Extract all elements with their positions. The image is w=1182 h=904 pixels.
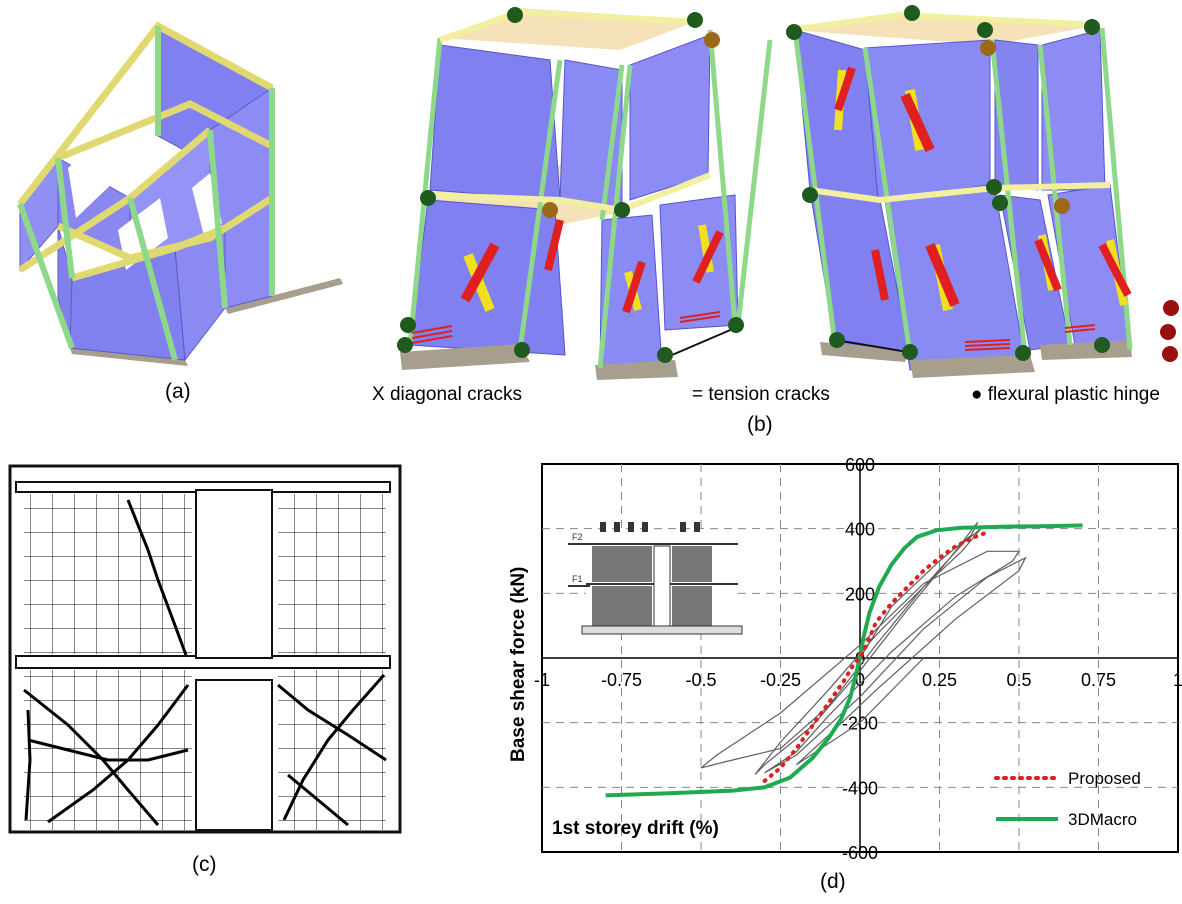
deformed-model-left (397, 7, 773, 380)
wall-grid (278, 670, 386, 830)
x-tick-label: 0.25 (922, 670, 957, 690)
legend-tension-cracks: = tension cracks (692, 384, 830, 405)
diagonal-crack (925, 243, 960, 311)
diagonal-crack (460, 242, 500, 312)
base-slab (400, 344, 530, 370)
chart-series (605, 521, 1083, 798)
diagonal-crack (622, 260, 646, 314)
window-opening (68, 128, 118, 218)
tension-crack (964, 324, 1096, 351)
base-slab (225, 278, 343, 314)
series-line-3dmacro (605, 523, 1083, 798)
x-tick-label: 0 (855, 670, 865, 690)
diagonal-crack (1098, 239, 1132, 306)
columns (407, 29, 773, 369)
plastic-hinge (786, 5, 1179, 362)
y-tick-label: -400 (842, 778, 878, 798)
tension-crack (411, 311, 721, 344)
door-opening (195, 679, 273, 831)
legend-label-proposed: Proposed (1068, 769, 1141, 788)
x-tick-label: 1 (1173, 670, 1182, 690)
y-tick-label: 200 (845, 584, 875, 604)
observed-cracks (23, 499, 387, 827)
legend-label-3dmacro: 3DMacro (1068, 810, 1137, 829)
wall-grid (24, 670, 192, 830)
y-tick-label: -600 (842, 843, 878, 863)
panel-c-crack-pattern (8, 464, 402, 834)
panel-a-frame-model (17, 21, 343, 366)
base-slab (70, 348, 188, 366)
series-line-proposed (762, 531, 986, 783)
x-tick-label: 0.75 (1081, 670, 1116, 690)
wall-grid (278, 494, 386, 654)
diagonal-crack (871, 249, 889, 301)
caption-c: (c) (192, 853, 217, 876)
x-tick-label: -1 (534, 670, 550, 690)
wall-upper (629, 34, 711, 201)
wall-grid (24, 494, 192, 654)
caption-b: (b) (747, 413, 773, 436)
chart-xlabel: 1st storey drift (%) (552, 818, 719, 839)
diagonal-crack (692, 224, 724, 284)
caption-d: (d) (820, 870, 846, 893)
x-tick-label: -0.75 (601, 670, 642, 690)
series-line-experimental (700, 521, 1027, 775)
panel-b-deformed-models (397, 5, 1179, 380)
base-slab (910, 355, 1035, 378)
y-tick-label: 600 (845, 455, 875, 475)
x-tick-label: 0.5 (1006, 670, 1031, 690)
chart-ylabel: Base shear force (kN) (508, 567, 529, 762)
diagonal-crack (900, 89, 935, 153)
legend-diagonal-cracks: X diagonal cracks (372, 384, 522, 405)
base-slab (664, 327, 736, 359)
inset-label-f2: F2 (572, 532, 583, 542)
inset-specimen-sketch (568, 522, 743, 635)
diagonal-crack (544, 219, 564, 271)
columns (17, 26, 275, 361)
beams (789, 11, 1111, 204)
inset-label-f1: F1 (572, 574, 583, 584)
diagonal-crack (834, 66, 856, 131)
door-opening (192, 173, 222, 236)
x-tick-label: -0.5 (685, 670, 716, 690)
chart-legend: Proposed 3DMacro (994, 769, 1141, 829)
wall-upper (429, 44, 561, 201)
base-slab (820, 342, 910, 362)
y-tick-label: 400 (845, 520, 875, 540)
base-slab (834, 339, 909, 353)
door-opening (195, 489, 273, 659)
legend-plastic-hinge: ● flexural plastic hinge (971, 384, 1160, 405)
base-slab (595, 360, 678, 380)
deformed-model-right (786, 5, 1179, 378)
wall-lower (409, 199, 566, 356)
plastic-hinge (397, 7, 744, 363)
diagonal-crack (1034, 234, 1062, 292)
x-tick-label: -0.25 (760, 670, 801, 690)
caption-a: (a) (165, 380, 191, 403)
